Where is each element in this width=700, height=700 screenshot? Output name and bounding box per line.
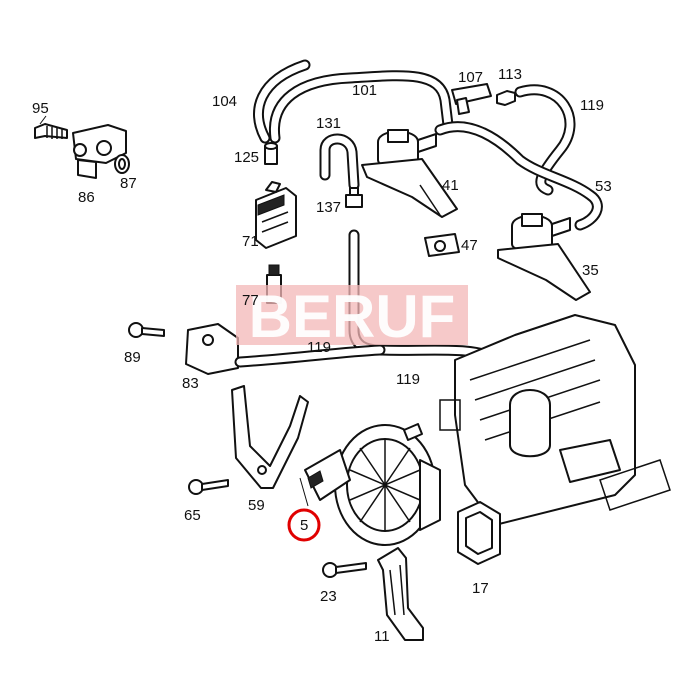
hose-119-middle — [234, 344, 386, 368]
part-89-bolt — [128, 322, 165, 338]
label-119-mid: 119 — [307, 339, 331, 356]
part-137-fitting — [345, 187, 363, 208]
part-11-bracket — [377, 547, 424, 641]
label-113: 113 — [498, 66, 522, 83]
part-87-seal — [114, 154, 130, 174]
label-89: 89 — [124, 349, 141, 366]
watermark-logo: BERUF — [236, 283, 468, 350]
part-125-sleeve — [264, 142, 278, 165]
label-77: 77 — [242, 292, 259, 309]
hose-131 — [319, 133, 360, 191]
hose-101 — [268, 70, 454, 144]
part-71-solenoid — [255, 181, 297, 249]
label-11: 11 — [374, 628, 390, 645]
part-41-valve — [361, 129, 458, 218]
label-131: 131 — [316, 115, 341, 132]
label-107: 107 — [458, 69, 483, 86]
part-83-bracket — [185, 323, 239, 375]
part-17-ring — [457, 501, 501, 565]
watermark-text: BERUF — [249, 283, 456, 350]
label-71: 71 — [242, 233, 259, 250]
label-59: 59 — [248, 497, 265, 514]
label-17: 17 — [472, 580, 489, 597]
label-41: 41 — [442, 177, 459, 194]
highlight-ring — [287, 508, 321, 542]
label-86: 86 — [78, 189, 95, 206]
part-107-tee — [451, 83, 492, 115]
label-65: 65 — [184, 507, 201, 524]
part-59-bracket — [231, 385, 309, 489]
part-47-gasket — [424, 233, 460, 257]
part-113-fitting — [496, 90, 516, 106]
part-53-pipe — [434, 121, 603, 231]
label-87: 87 — [120, 175, 137, 192]
label-119-low: 119 — [396, 371, 420, 388]
label-35: 35 — [582, 262, 599, 279]
label-47: 47 — [461, 237, 478, 254]
part-23-bolt — [322, 562, 367, 578]
hose-119-top — [514, 84, 576, 196]
label-101: 101 — [352, 82, 377, 99]
part-86-sensor — [72, 124, 127, 179]
label-83: 83 — [182, 375, 199, 392]
label-125: 125 — [234, 149, 259, 166]
label-5: 5 — [300, 517, 308, 534]
label-104: 104 — [212, 93, 237, 110]
label-23: 23 — [320, 588, 337, 605]
label-95: 95 — [32, 100, 49, 117]
engine-block — [439, 314, 671, 526]
leader-lines — [39, 115, 309, 507]
hose-104 — [253, 59, 311, 144]
part-95-bolt — [34, 123, 68, 139]
part-35-valve — [497, 213, 591, 301]
label-137: 137 — [316, 199, 341, 216]
label-53: 53 — [595, 178, 612, 195]
label-119-top: 119 — [580, 97, 604, 114]
part-5-air-pump — [304, 423, 441, 546]
part-65-bolt — [188, 479, 229, 495]
